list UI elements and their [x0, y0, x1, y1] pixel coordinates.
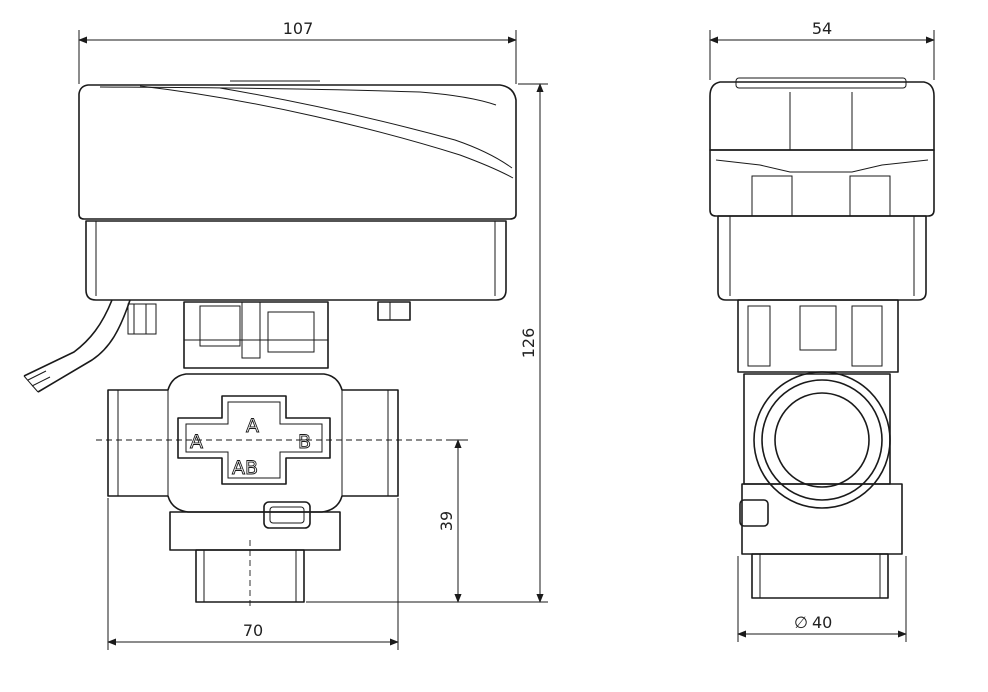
dimension-label-126: 126 — [519, 328, 538, 359]
side-coupling — [737, 299, 899, 373]
port-label-right: B — [298, 431, 311, 453]
side-actuator-housing — [717, 215, 927, 301]
dimension-label-70: 70 — [243, 621, 263, 640]
diameter-symbol: ∅ — [794, 613, 808, 632]
port-inner-ring — [761, 379, 883, 501]
actuator-cover — [78, 80, 517, 220]
port-label-top: A — [246, 415, 259, 437]
dimension-port-diameter: ∅ 40 — [737, 556, 907, 642]
side-valve-body — [739, 371, 903, 599]
port-label-left: A — [190, 431, 203, 453]
dimension-label-39: 39 — [437, 511, 456, 531]
dimension-side-width: 54 — [709, 19, 935, 80]
power-cable — [23, 299, 157, 393]
port-bore — [774, 392, 870, 488]
side-view — [709, 77, 935, 599]
dimension-axis-height: 39 — [437, 439, 468, 603]
dimension-label-107: 107 — [283, 19, 314, 38]
port-labels: A A B AB — [190, 415, 312, 480]
actuator-housing — [85, 220, 507, 321]
coupling — [183, 301, 329, 369]
dimension-front-width: 107 — [78, 19, 517, 84]
dimension-body-width: 70 — [107, 498, 399, 650]
valve-body — [107, 373, 399, 603]
dimension-label-54: 54 — [812, 19, 832, 38]
side-actuator-cover — [709, 77, 935, 217]
port-label-bottom: AB — [232, 457, 258, 479]
front-view: A A B AB — [23, 80, 517, 608]
dimension-height: 126 — [306, 83, 548, 603]
dimension-label-40: 40 — [812, 613, 832, 632]
port-outer-ring — [753, 371, 891, 509]
